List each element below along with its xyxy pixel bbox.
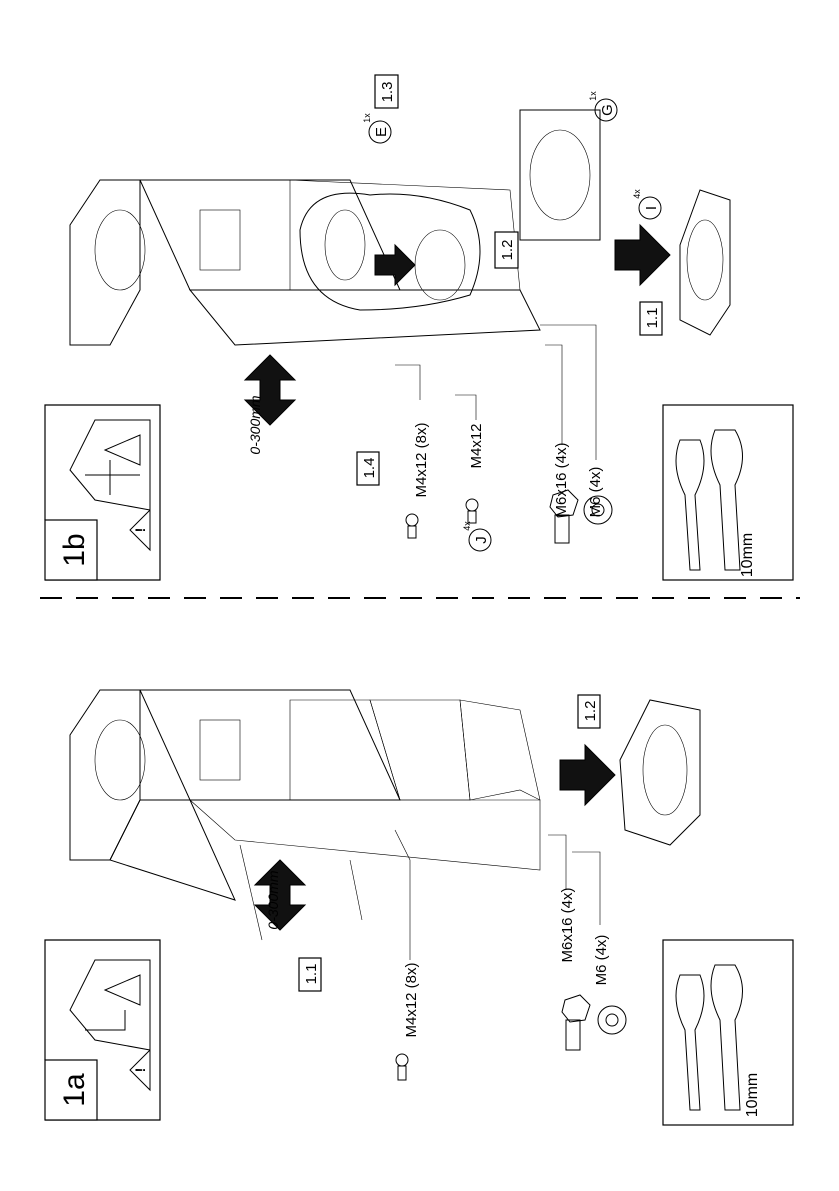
- svg-text:1x: 1x: [588, 91, 598, 101]
- fan-unit-1a: [69, 689, 541, 901]
- duct-detail-1b: [299, 192, 481, 311]
- svg-text:J: J: [473, 536, 490, 544]
- part-label-m4x12: M4x12 (8x): [403, 962, 420, 1037]
- substep-box-1-3: [374, 74, 399, 109]
- substep-1-2: 1.2: [582, 701, 599, 722]
- part-label-m6-washer-b: M6 (4x): [587, 467, 604, 518]
- callout-e: E 1x: [362, 113, 392, 144]
- lock-washer-icon: [597, 1005, 627, 1035]
- svg-text:4x: 4x: [462, 521, 472, 531]
- screw-icon: [395, 1053, 409, 1081]
- screw-icon: [405, 513, 419, 539]
- screw-icon: [465, 498, 479, 524]
- part-label-m6x16-b: M6x16 (4x): [553, 442, 570, 517]
- substep-box-1-2: [577, 694, 601, 729]
- warning-triangle-icon: [129, 508, 151, 552]
- range-label-1b: 0-300mm: [247, 395, 263, 454]
- callout-g: G 1x: [588, 91, 618, 122]
- substep-1-4: 1.4: [361, 458, 378, 479]
- substep-1-2b: 1.2: [499, 240, 516, 261]
- svg-text:I: I: [643, 206, 660, 210]
- callout-j: J 4x: [462, 521, 492, 552]
- tools-box-1a: 10mm: [662, 939, 794, 1126]
- lock-washer-icon: [583, 495, 613, 525]
- svg-text:!: !: [132, 1068, 148, 1073]
- substep-box-1-4: [356, 451, 380, 486]
- tools-box-1b: 10mm: [662, 404, 794, 581]
- base-plate-1b: [679, 189, 731, 336]
- bolt-icon: [561, 994, 591, 1051]
- screwdriver-icon: [675, 964, 743, 1111]
- warning-pictogram-1a: 1a !: [44, 939, 161, 1121]
- substep-1-1b: 1.1: [644, 308, 661, 329]
- down-arrow-1a: [559, 743, 616, 807]
- adjust-arrow-1a: [253, 859, 307, 931]
- fan-unit-1b: [69, 179, 541, 346]
- callout-i: I 4x: [632, 189, 662, 220]
- part-label-m6-washer: M6 (4x): [593, 935, 610, 986]
- step-label-1b: 1b: [58, 533, 91, 566]
- substep-box-1-1b: [639, 301, 663, 336]
- part-label-m4x12-b: M4x12: [468, 423, 485, 468]
- wrench-size-label: 10mm: [744, 1073, 761, 1117]
- substep-box-1-2b: [494, 231, 519, 269]
- duct-collar-g: [519, 109, 601, 241]
- down-arrow-1b: [614, 223, 671, 287]
- substep-1-1: 1.1: [303, 964, 320, 985]
- panel-1b: 1b ! 0-300mm 1.4 1.3 E: [44, 74, 794, 581]
- step-label-1a: 1a: [58, 1073, 91, 1107]
- range-label-1a: 0-300mm: [265, 870, 281, 929]
- panel-1a: 1a ! 0-300mm 1.1 1.2: [44, 689, 794, 1126]
- part-label-m6x16: M6x16 (4x): [559, 887, 576, 962]
- screwdriver-icon: [675, 429, 743, 571]
- adjust-arrow-1b: [243, 354, 297, 426]
- part-label-m4x12-8x-b: M4x12 (8x): [413, 422, 430, 497]
- substep-box-1-1: [298, 957, 322, 992]
- bolt-icon: [549, 489, 579, 544]
- substep-1-3: 1.3: [379, 82, 396, 103]
- svg-text:4x: 4x: [632, 189, 642, 199]
- warning-pictogram-1b: 1b !: [44, 404, 161, 581]
- base-plate-1a: [619, 699, 701, 846]
- svg-text:E: E: [373, 127, 390, 137]
- svg-text:!: !: [132, 528, 148, 533]
- wrench-size-label: 10mm: [739, 533, 756, 577]
- warning-triangle-icon: [129, 1048, 151, 1092]
- svg-text:1x: 1x: [362, 113, 372, 123]
- svg-text:G: G: [599, 104, 616, 116]
